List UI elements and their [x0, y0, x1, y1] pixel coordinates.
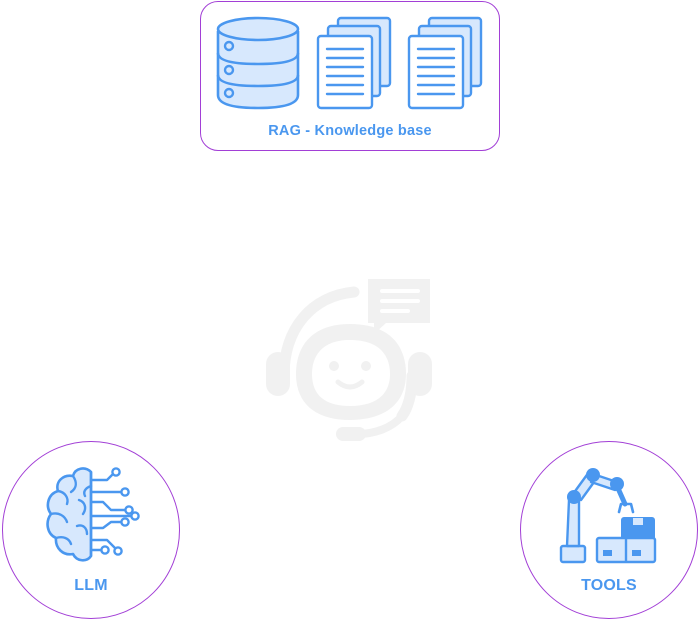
database-icon [216, 16, 300, 110]
robotic-arm-icon [559, 468, 657, 564]
tools-node: TOOLS [520, 441, 698, 619]
chatbot-headset-icon [266, 279, 432, 441]
llm-label: LLM [74, 577, 108, 594]
documents-icon [316, 16, 392, 110]
knowledge-base-label: RAG - Knowledge base [268, 123, 432, 139]
knowledge-base-node: RAG - Knowledge base [200, 1, 500, 151]
llm-node: LLM [2, 441, 180, 619]
documents-icon [407, 16, 483, 110]
tools-label: TOOLS [581, 577, 637, 594]
brain-circuit-icon [46, 467, 140, 562]
